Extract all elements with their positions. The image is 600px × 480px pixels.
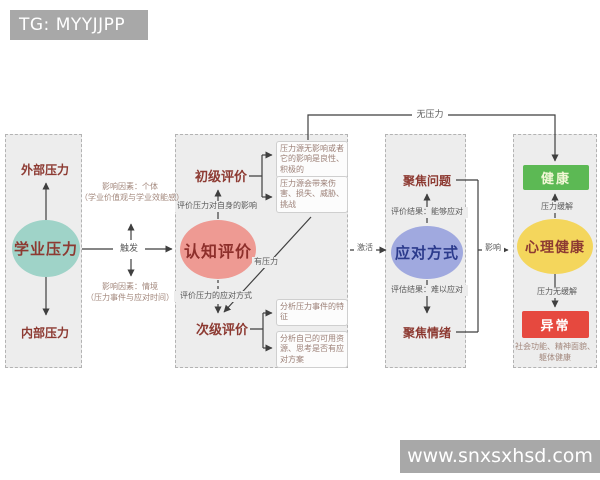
bracket-primary: [249, 155, 263, 197]
bracket-coping: [456, 179, 479, 333]
node-coping-style: 应对方式: [391, 226, 463, 279]
label-stress-relieved: 压力缓解: [537, 202, 577, 213]
label-has-stress: 有压力: [252, 257, 280, 268]
label-focus-emotion: 聚焦情绪: [402, 326, 451, 340]
label-no-stress: 无压力: [412, 109, 448, 122]
node-cognitive-appraisal: 认知评价: [180, 220, 256, 279]
label-trigger: 触发: [113, 243, 145, 256]
box-stressor-harm: 压力源会带来伤害、损失、威胁、挑战: [276, 176, 348, 214]
label-abnormal-note: 社会功能、精神面貌、躯体健康: [515, 342, 595, 362]
box-abnormal: 异常: [522, 311, 589, 338]
watermark-badge-bottom: www.snxsxhsd.com: [400, 440, 600, 473]
label-factor-individual-sub: （学业价值观与学业效能感）: [80, 193, 184, 202]
label-external-pressure: 外部压力: [20, 163, 69, 177]
label-factor-situation: 影响因素：情境: [102, 282, 158, 291]
label-activate: 激活: [354, 243, 376, 254]
label-cannot-cope: 评估结果：难以应对: [386, 285, 468, 296]
box-healthy: 健康: [523, 165, 589, 190]
node-academic-pressure: 学业压力: [12, 220, 80, 277]
label-can-cope: 评价结果：能够应对: [386, 207, 468, 218]
label-secondary-note: 评价压力的应对方式: [174, 291, 258, 302]
label-influence: 影响: [482, 243, 504, 254]
label-primary-note: 评价压力对自身的影响: [175, 201, 259, 212]
label-stress-not-relieved: 压力无缓解: [533, 287, 581, 298]
label-internal-pressure: 内部压力: [20, 326, 69, 340]
box-analyze-event: 分析压力事件的特征: [276, 299, 348, 326]
label-primary-appraisal: 初级评价: [194, 170, 247, 185]
node-mental-health: 心理健康: [517, 219, 593, 274]
watermark-badge-top: TG: MYYJJPP: [10, 10, 148, 40]
label-factor-individual: 影响因素：个体: [102, 182, 158, 191]
box-analyze-resource: 分析自己的可用资源、思考是否有应对方案: [276, 331, 348, 369]
box-stressor-no-impact: 压力源无影响或者它的影响是良性、积极的: [276, 141, 348, 179]
label-factor-situation-sub: （压力事件与应对时间）: [86, 293, 174, 302]
label-focus-problem: 聚焦问题: [402, 174, 451, 188]
bracket-secondary: [250, 313, 264, 348]
label-secondary-appraisal: 次级评价: [195, 323, 248, 338]
